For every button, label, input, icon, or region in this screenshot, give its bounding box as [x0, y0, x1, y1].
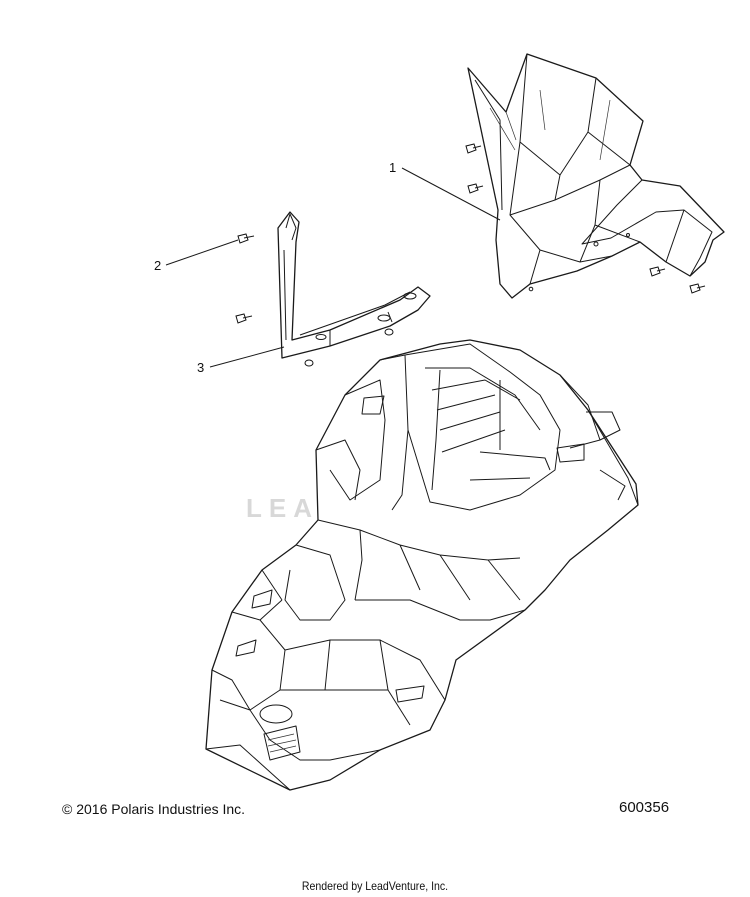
fastener-screw-shield-middle[interactable] [467, 183, 484, 194]
fastener-screw-shield-bottom[interactable] [689, 283, 706, 294]
callout-1-number: 1 [389, 160, 396, 175]
fastener-screw-shield-right[interactable] [649, 266, 666, 277]
callout-1[interactable]: 1 [389, 160, 501, 221]
rendered-by-text: Rendered by LeadVenture, Inc. [301, 879, 449, 893]
bracket-part[interactable] [277, 211, 431, 359]
fastener-screw-lower-left[interactable] [235, 313, 253, 324]
fastener-nut-bracket[interactable] [384, 328, 394, 336]
hood-part[interactable] [205, 339, 639, 791]
callout-2[interactable]: 2 [154, 239, 239, 273]
fastener-screw-shield-upper[interactable] [465, 143, 482, 154]
callout-3-number: 3 [197, 360, 204, 375]
copyright-text: © 2016 Polaris Industries Inc. [62, 801, 246, 817]
fastener-nut-lower[interactable] [304, 359, 314, 367]
windshield-part[interactable] [467, 53, 725, 299]
fastener-screw-upper-left[interactable] [237, 233, 255, 244]
drawing-number: 600356 [619, 799, 670, 816]
callout-3[interactable]: 3 [197, 346, 285, 375]
callout-2-number: 2 [154, 258, 161, 273]
